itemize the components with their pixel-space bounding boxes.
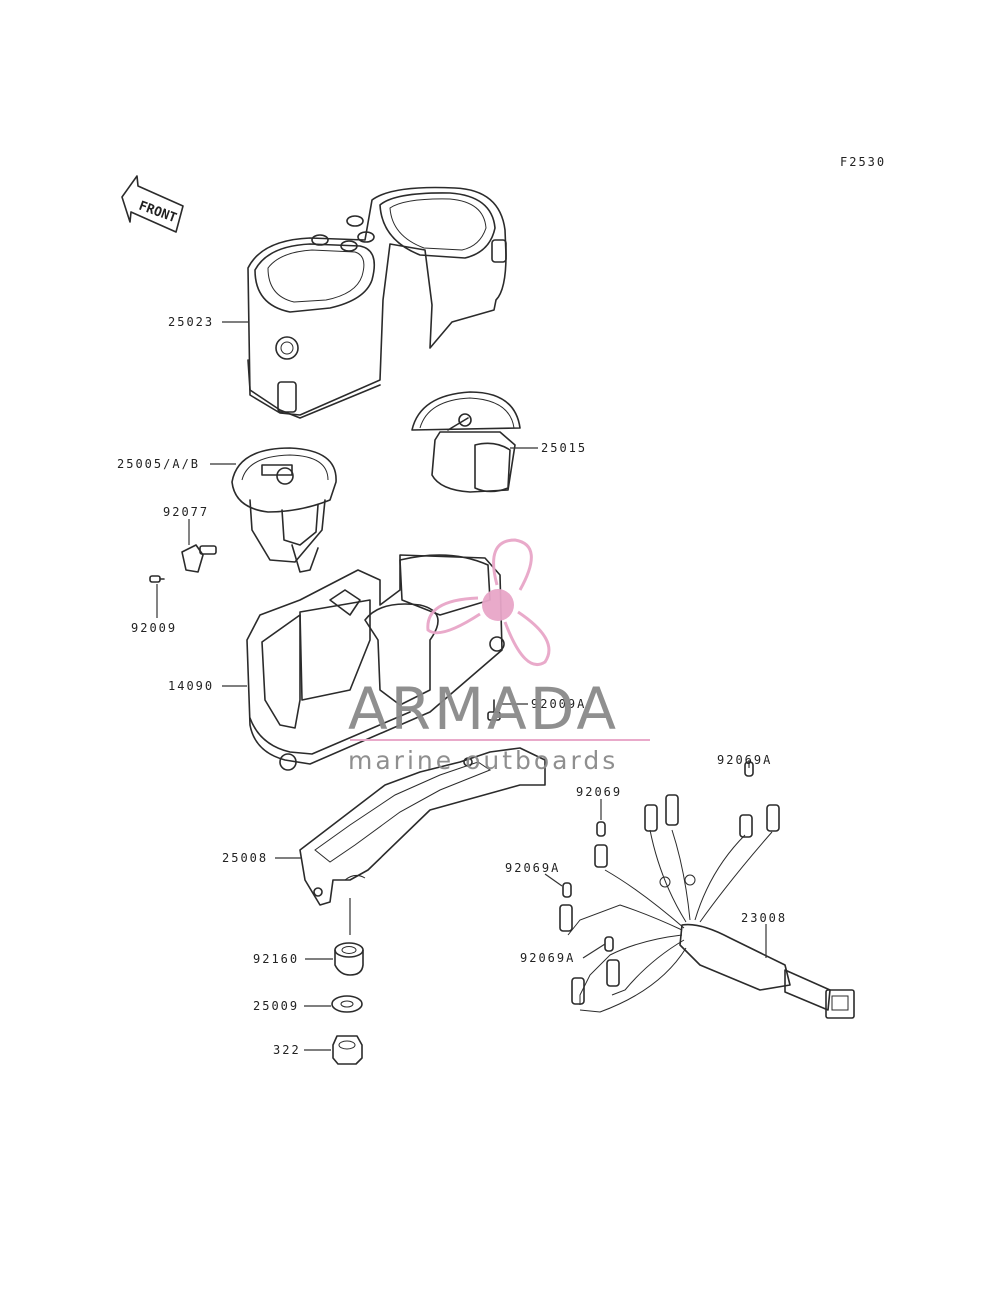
tachometer-25015 <box>411 391 521 493</box>
label-92077: 92077 <box>163 505 209 519</box>
label-92069A-left: 92069A <box>505 861 560 875</box>
propeller-icon <box>426 538 551 667</box>
label-92069A-top: 92069A <box>717 753 772 767</box>
label-25015: 25015 <box>541 441 587 455</box>
propeller-hub-icon <box>482 589 514 621</box>
watermark-logo: ARMADA marine outboards <box>348 538 650 775</box>
watermark-tagline: marine outboards <box>348 746 618 775</box>
meter-case-14090 <box>246 554 505 771</box>
label-92069A-bottom: 92069A <box>520 951 575 965</box>
front-arrow-label: FRONT <box>137 199 179 227</box>
label-322: 322 <box>273 1043 301 1057</box>
label-25009: 25009 <box>253 999 299 1013</box>
bracket-25008 <box>299 747 546 906</box>
figure-code: F2530 <box>840 155 886 169</box>
knob-92077 <box>181 544 217 573</box>
meter-cover-25023 <box>247 186 507 419</box>
grommet-92160 <box>334 942 364 976</box>
wire-harness-23008 <box>559 761 855 1019</box>
label-92009A: 92009A <box>531 697 586 711</box>
label-14090: 14090 <box>168 679 214 693</box>
screw-92009A <box>487 699 501 721</box>
screw-92009 <box>149 575 165 583</box>
nut-322 <box>332 1035 363 1065</box>
label-25023: 25023 <box>168 315 214 329</box>
front-arrow-icon: FRONT <box>121 175 184 233</box>
washer-25009 <box>331 995 363 1013</box>
label-92009: 92009 <box>131 621 177 635</box>
label-92160: 92160 <box>253 952 299 966</box>
watermark-brand: ARMADA <box>348 675 619 743</box>
label-25005: 25005/A/B <box>117 457 200 471</box>
label-25008: 25008 <box>222 851 268 865</box>
speedometer-25005 <box>231 447 337 573</box>
label-92069: 92069 <box>576 785 622 799</box>
label-23008: 23008 <box>741 911 787 925</box>
